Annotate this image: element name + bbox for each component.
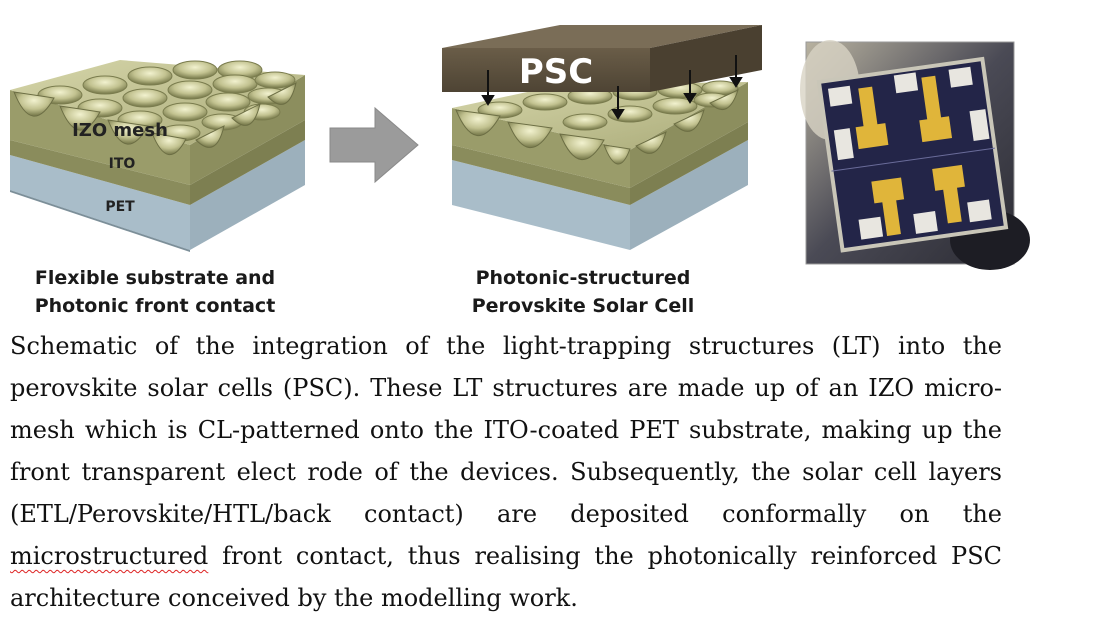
caption-line: Schematic of the integration of the ligh… — [10, 332, 1002, 360]
left-panel-caption: Flexible substrate and Photonic front co… — [10, 264, 300, 320]
left-substrate-block: IZO mesh ITO PET — [10, 60, 305, 252]
process-arrow-icon — [329, 106, 419, 184]
caption-line: (ETL/Perovskite/HTL/back contact) are de… — [10, 500, 1002, 528]
caption-line: perovskite solar cells (PSC). These LT s… — [10, 374, 1002, 402]
figure-canvas: IZO mesh ITO PET — [10, 25, 1030, 270]
layer-label-pet: PET — [105, 199, 135, 215]
psc-label: PSC — [519, 52, 593, 92]
layer-label-ito: ITO — [109, 156, 136, 172]
deposition-arrows-icon — [481, 55, 743, 120]
figure-caption: Schematic of the integration of the ligh… — [10, 325, 1002, 619]
middle-caption-line-2: Perovskite Solar Cell — [471, 295, 695, 317]
layer-label-izo: IZO mesh — [72, 120, 168, 141]
caption-line: front transparent elect rode of the devi… — [10, 458, 1002, 486]
middle-panel-caption: Photonic-structured Perovskite Solar Cel… — [448, 264, 718, 320]
middle-psc-block: PSC — [442, 25, 762, 250]
device-photo — [800, 40, 1030, 270]
spellcheck-word: microstructured — [10, 542, 209, 570]
caption-line: mesh which is CL-patterned onto the ITO-… — [10, 416, 1002, 444]
caption-line-6-rest: front contact, thus realising the photon… — [208, 542, 1002, 570]
left-caption-line-1: Flexible substrate and — [34, 267, 276, 289]
middle-caption-line-1: Photonic-structured — [475, 267, 691, 289]
caption-line-7: architecture conceived by the modelling … — [10, 584, 578, 612]
caption-line-6: microstructured front contact, thus real… — [10, 535, 1002, 577]
schematic-figure: IZO mesh ITO PET — [10, 25, 1030, 320]
left-caption-line-2: Photonic front contact — [34, 295, 276, 317]
